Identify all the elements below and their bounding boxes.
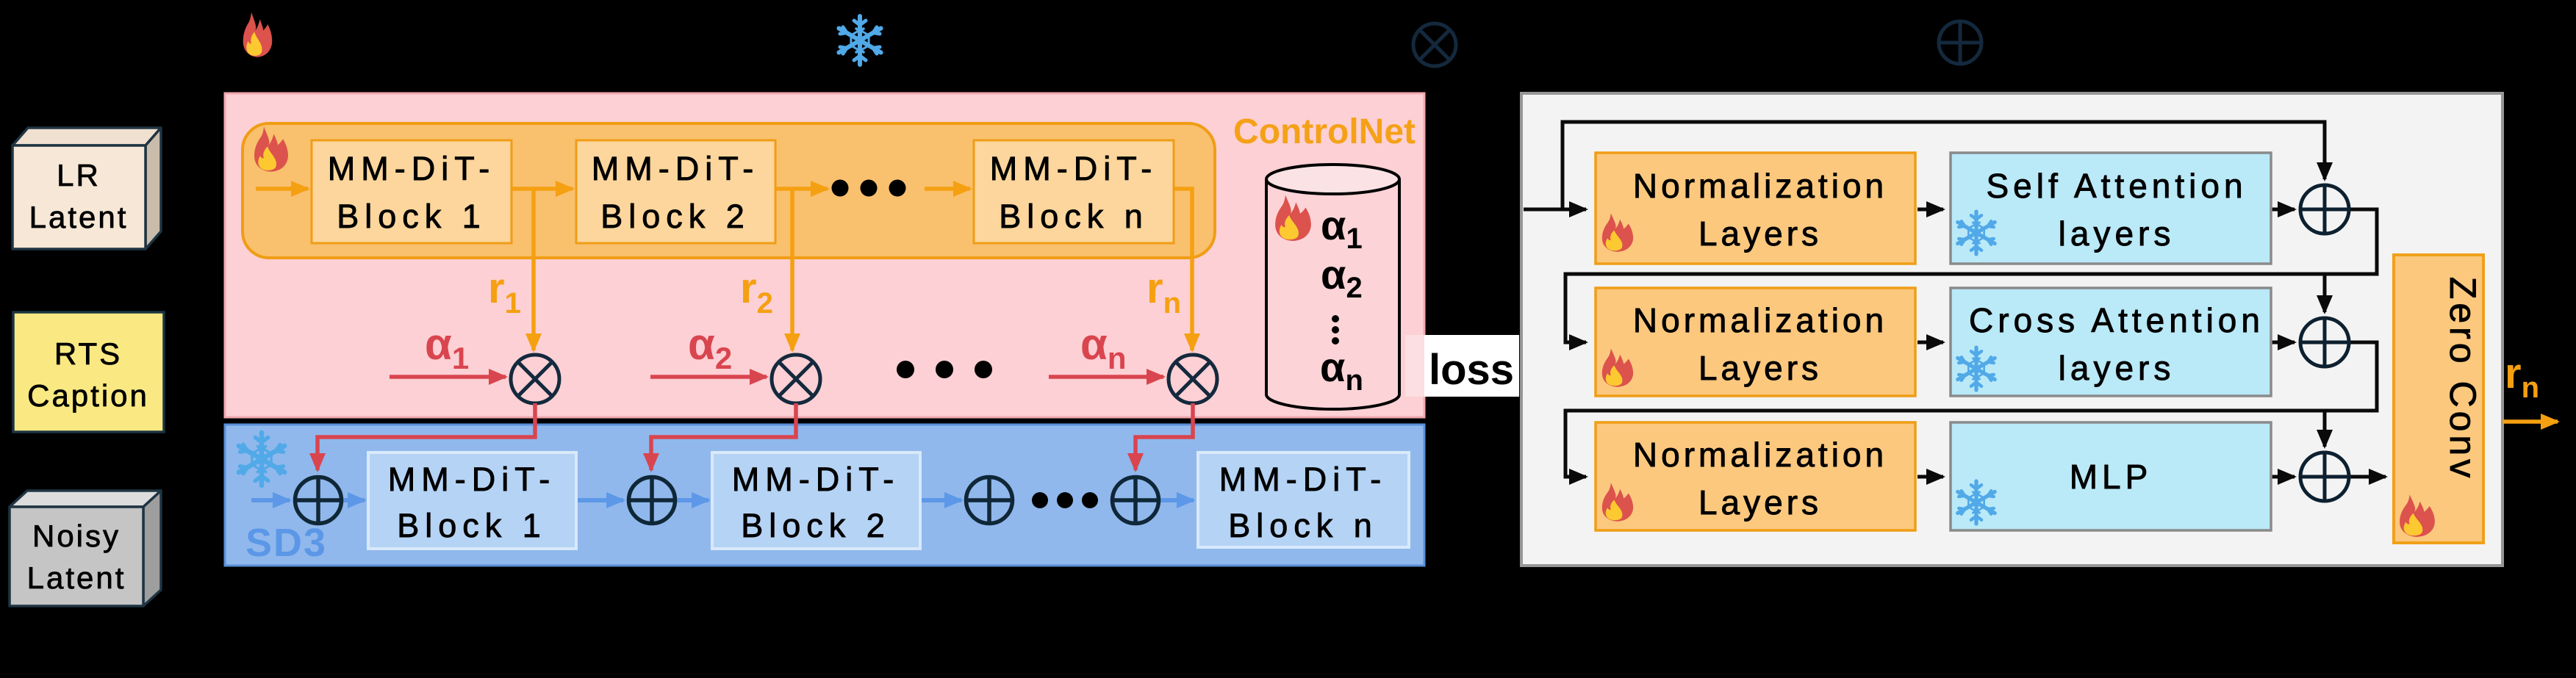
svg-text:rn: rn xyxy=(2505,350,2539,404)
svg-text:MM-DiT-: MM-DiT- xyxy=(990,150,1158,187)
svg-text:Self Attention: Self Attention xyxy=(1986,167,2247,205)
svg-text:Normalization: Normalization xyxy=(1633,436,1887,474)
svg-text:Block 2: Block 2 xyxy=(600,198,750,235)
svg-text:MM-DiT-: MM-DiT- xyxy=(1219,461,1387,498)
svg-text:r2: r2 xyxy=(740,264,773,320)
svg-text:SD3: SD3 xyxy=(245,521,327,565)
svg-text:Normalization: Normalization xyxy=(1633,301,1887,339)
svg-text:Latent: Latent xyxy=(29,200,129,234)
svg-text:layers: layers xyxy=(2059,214,2175,253)
svg-text:αn: αn xyxy=(1080,320,1127,375)
svg-text:MM-DiT-: MM-DiT- xyxy=(388,461,556,498)
svg-text:MM-DiT-: MM-DiT- xyxy=(732,461,900,498)
svg-text:ControlNet: ControlNet xyxy=(1233,112,1416,151)
svg-text:Zero Conv: Zero Conv xyxy=(2442,277,2483,481)
svg-text:LR: LR xyxy=(57,158,101,192)
svg-text:Block n: Block n xyxy=(999,198,1149,235)
svg-text:Layers: Layers xyxy=(1698,214,1822,253)
svg-text:Block 1: Block 1 xyxy=(397,507,547,544)
svg-text:Block 1: Block 1 xyxy=(337,198,487,235)
svg-text:loss: loss xyxy=(1429,346,1514,394)
svg-text:Block n: Block n xyxy=(1228,507,1378,544)
svg-text:MM-DiT-: MM-DiT- xyxy=(328,150,495,187)
svg-text:Latent: Latent xyxy=(27,560,126,595)
svg-text:Block 2: Block 2 xyxy=(741,507,891,544)
svg-text:Normalization: Normalization xyxy=(1633,167,1887,205)
svg-text:Layers: Layers xyxy=(1698,349,1822,387)
svg-text:MLP: MLP xyxy=(2070,458,2153,496)
svg-text:Cross Attention: Cross Attention xyxy=(1969,301,2264,339)
svg-text:MM-DiT-: MM-DiT- xyxy=(592,150,759,187)
svg-text:Layers: Layers xyxy=(1698,483,1822,522)
svg-text:RTS: RTS xyxy=(54,336,122,371)
svg-text:layers: layers xyxy=(2059,349,2175,387)
svg-text:Caption: Caption xyxy=(27,378,149,413)
svg-text:Noisy: Noisy xyxy=(32,519,121,553)
